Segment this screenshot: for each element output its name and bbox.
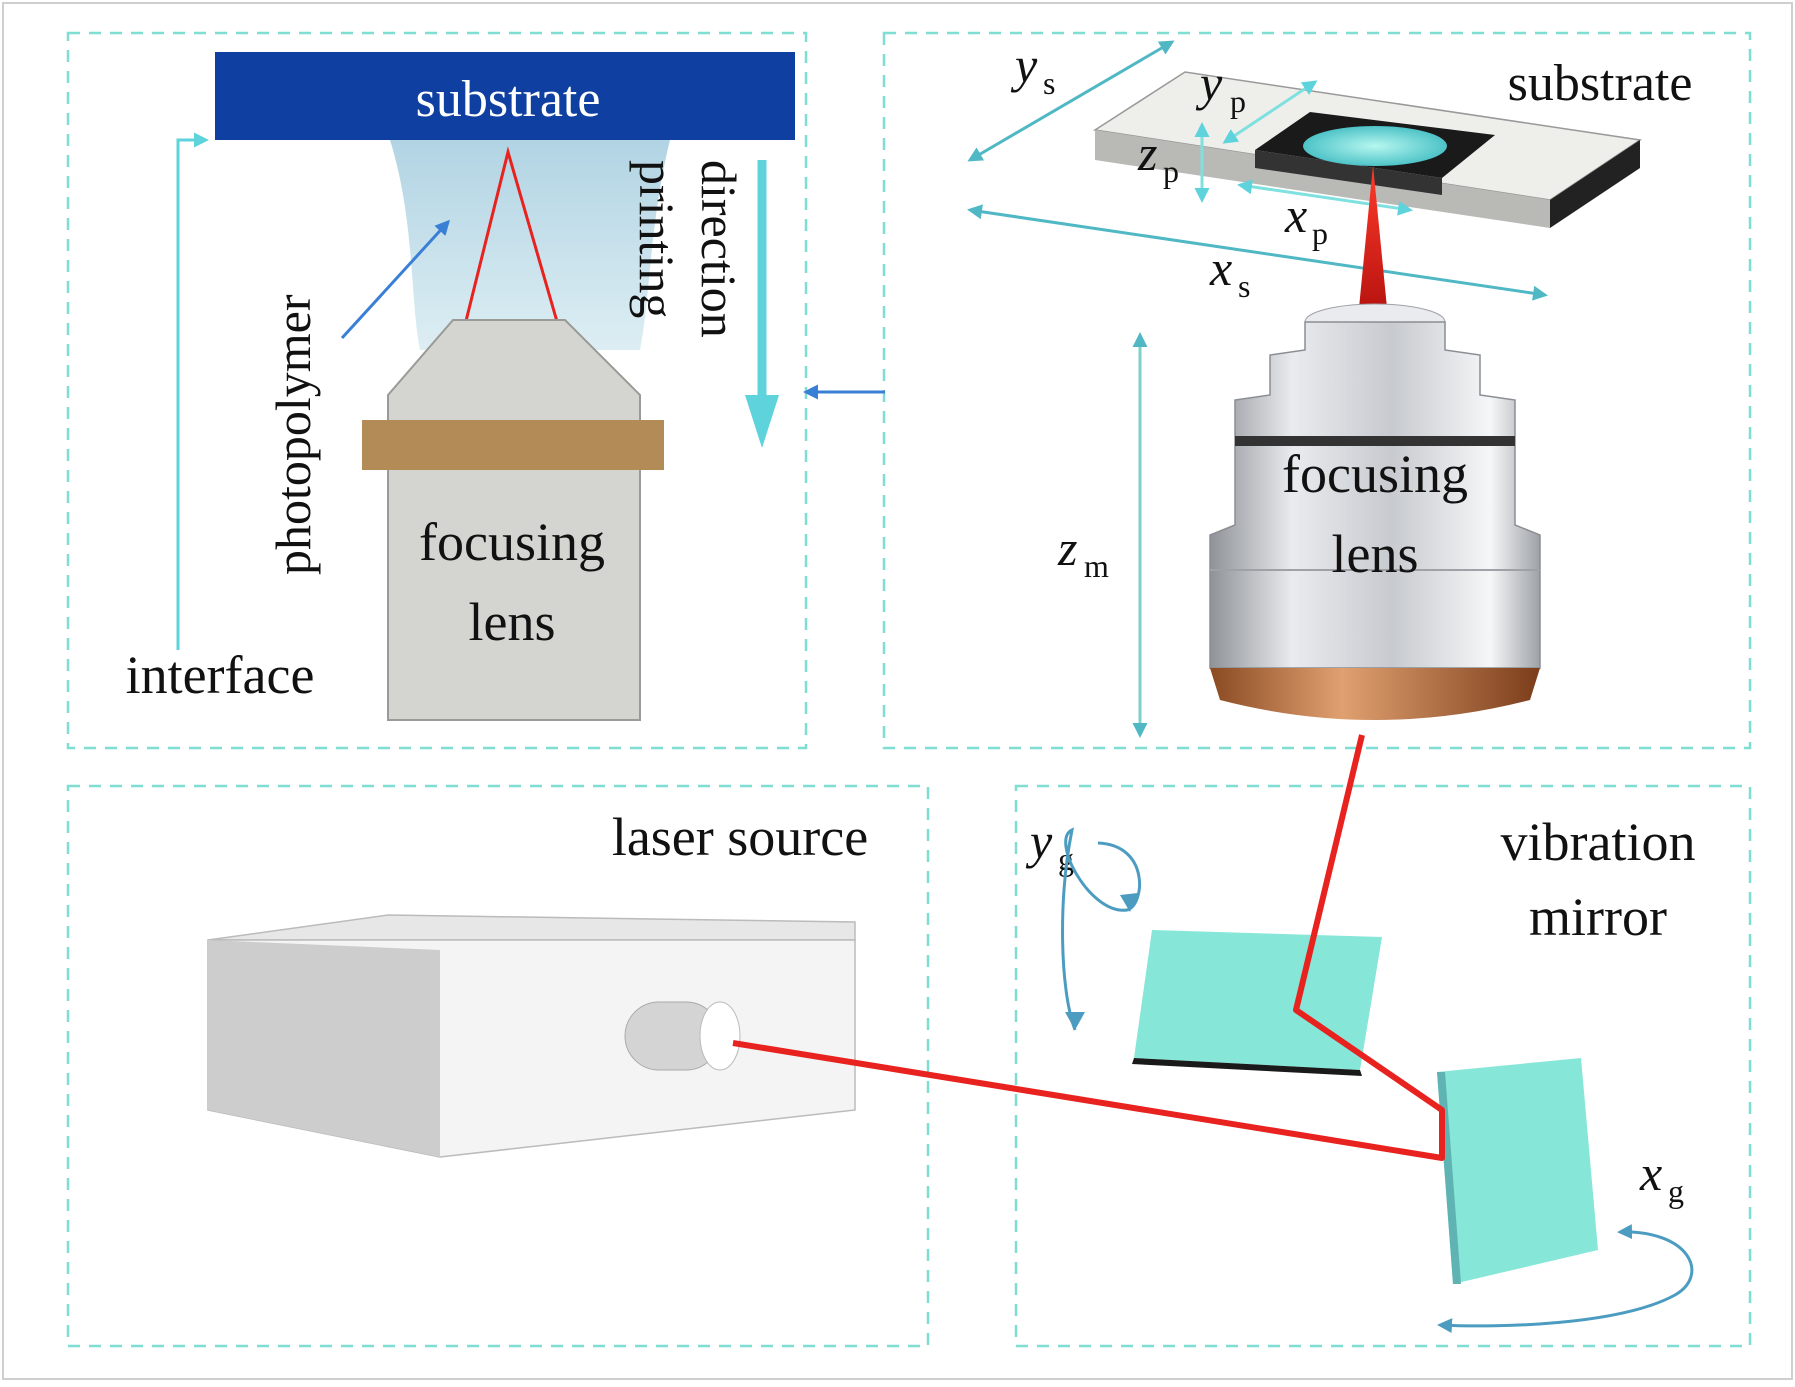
mirror-y [1134,930,1382,1070]
direction-label: direction [691,160,747,338]
xs-axis-arrow [967,204,1548,301]
laser-aperture-face [699,1001,741,1071]
inset-schematic: substrate focusing lens photopolymer pri… [126,52,795,721]
yp-var: y [1195,55,1223,111]
mirror-panel-border [1014,784,1752,1348]
mirror-y-edge [1132,1058,1362,1076]
objective-lens: focusing lens [1209,303,1541,720]
laser-panel-border [66,784,930,1348]
galvo-mirrors: vibration mirror y g x g [1025,812,1696,1334]
interface-label: interface [126,645,315,705]
mirror-label-line1: vibration [1501,812,1696,872]
xs-var: x [1209,240,1232,296]
photopolymer-label: photopolymer [265,294,321,575]
xg-sub: g [1668,1173,1684,1209]
stage-focused-beam [1358,165,1388,318]
zp-var: z [1137,125,1157,181]
photopolymer-pointer-arrow [340,219,451,340]
xp-axis-arrow [1237,179,1413,216]
ys-label: y s [1010,37,1055,101]
yg-rotation-arrow [1061,827,1142,1031]
stage-substrate-label: substrate [1508,55,1693,112]
ys-sub: s [1043,65,1055,101]
xg-rotation-arrow [1437,1224,1694,1334]
photopolymer-region [390,140,670,350]
yg-label: y g [1025,813,1074,877]
ys-axis-arrow [967,40,1175,162]
yp-label: y p [1195,55,1246,119]
yg-rotation-head-a [1065,1012,1085,1030]
laser-box-top [207,914,856,941]
stage-3d: substrate y s y p z p x p x s z [967,37,1693,738]
xg-label: x g [1639,1145,1684,1209]
interface-connector [176,132,209,650]
sample-resin [1303,126,1447,166]
inset-substrate-label: substrate [416,71,601,128]
laser-source-label: laser source [612,807,868,867]
stage-lens-label-line1: focusing [1282,444,1468,504]
inset-substrate [215,52,795,140]
laser-beam-path [732,734,1445,1161]
yp-sub: p [1230,83,1246,119]
mirror-label-line2: mirror [1529,887,1667,947]
stage-substrate-side [1550,140,1640,228]
xp-var: x [1284,187,1307,243]
stage-lens-label-line2: lens [1332,524,1419,584]
xs-label: x s [1209,240,1250,304]
zp-sub: p [1163,153,1179,189]
zm-var: z [1057,520,1077,576]
ys-var: y [1010,37,1038,93]
objective-thread [1210,668,1540,720]
mirror-x [1437,1058,1598,1284]
inset-focused-beam [463,146,560,326]
inset-lens-band [362,420,664,470]
xp-sub: p [1312,215,1328,251]
zp-label: z p [1137,125,1179,189]
xg-var: x [1639,1145,1662,1201]
inset-lens-label-line2: lens [469,592,556,652]
xp-label: x p [1284,187,1328,251]
printing-label: printing [629,160,685,318]
yp-axis-arrow [1222,80,1318,144]
yg-rotation-head-b [1120,893,1138,912]
objective-groove [1235,436,1515,446]
xs-sub: s [1238,268,1250,304]
laser-box-side [208,940,440,1157]
inset-lens-label-line1: focusing [419,512,605,572]
printing-direction-arrowhead [745,395,779,448]
laser-source-box: laser source [207,807,868,1158]
zm-label: z m [1057,520,1109,584]
yg-var: y [1025,813,1053,869]
zm-sub: m [1084,548,1109,584]
